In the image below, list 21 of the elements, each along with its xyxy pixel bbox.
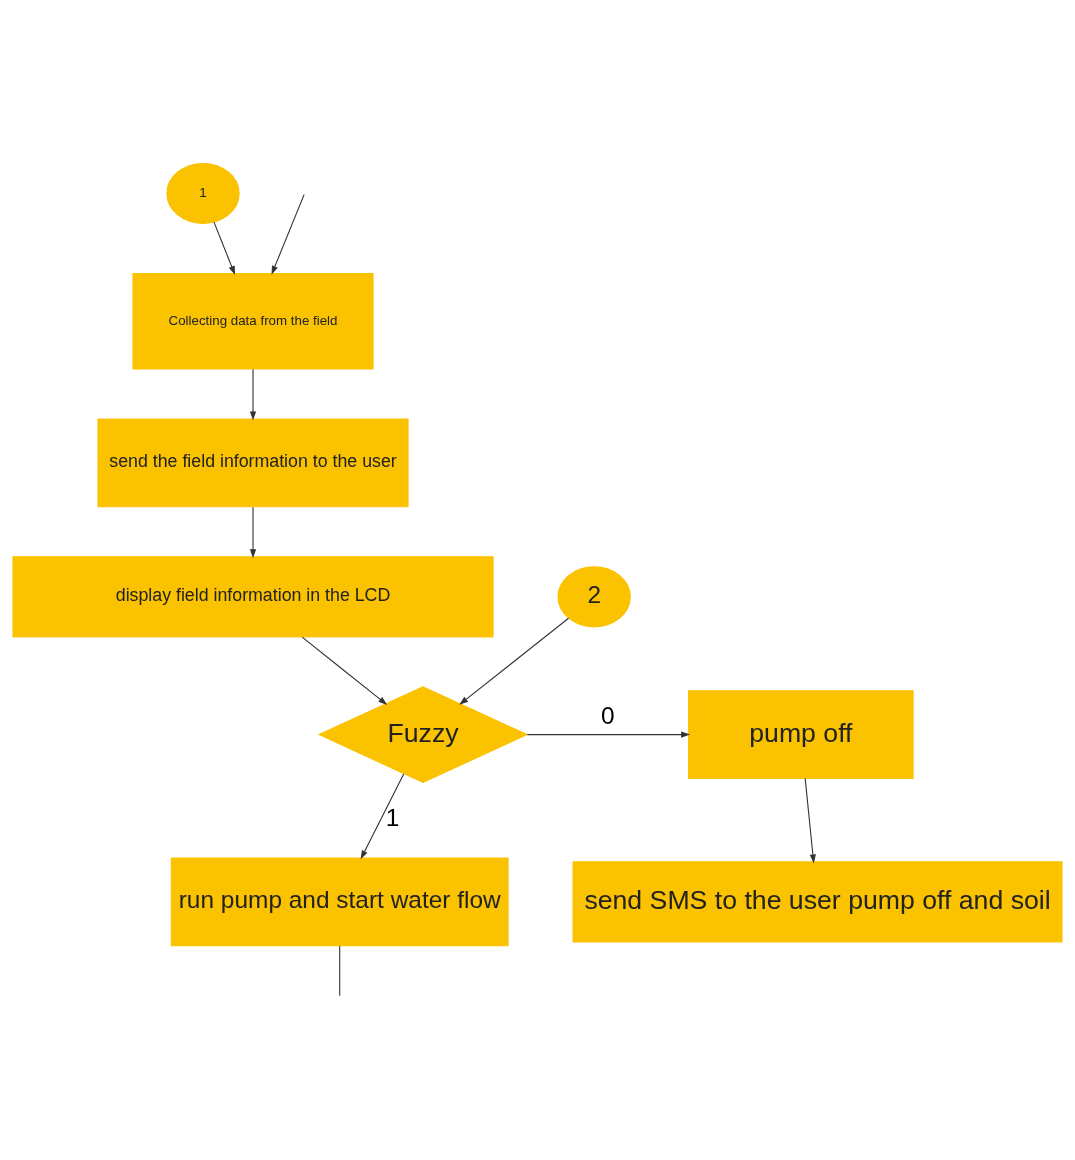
node-box: display field information in the LCD — [12, 556, 494, 638]
node-box: send the field information to the user — [97, 418, 409, 508]
node-box: pump off — [688, 690, 914, 780]
node-box: Collecting data from the field — [132, 272, 374, 370]
node-box: send SMS to the user pump off and soil — [572, 861, 1063, 943]
node-ellipse: 1 — [166, 162, 240, 224]
arrow — [249, 506, 257, 559]
connector — [339, 945, 341, 997]
node-box: run pump and start water flow — [170, 857, 509, 947]
node-diamond: Fuzzy — [317, 686, 529, 783]
arrow — [526, 731, 691, 738]
arrow — [249, 368, 257, 421]
arrow — [271, 194, 305, 275]
arrow — [301, 636, 388, 705]
edge-label: 1 — [385, 804, 400, 832]
arrow — [804, 778, 816, 864]
arrow — [213, 221, 236, 275]
edge-label: 0 — [600, 702, 615, 730]
arrow — [459, 617, 570, 705]
node-ellipse: 2 — [557, 566, 631, 628]
arrow — [360, 773, 405, 860]
